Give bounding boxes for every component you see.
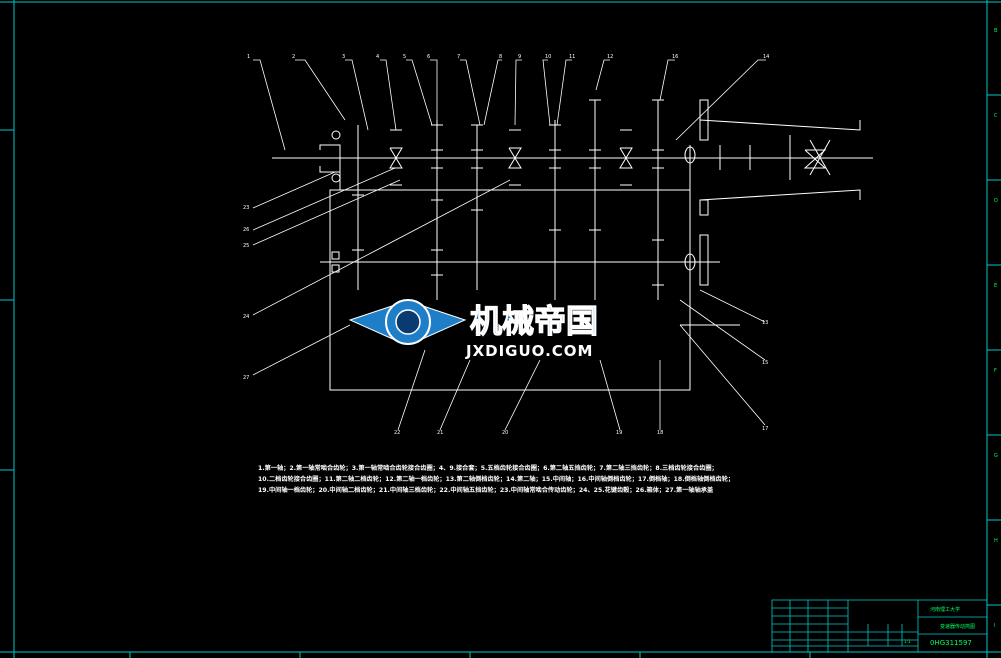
- part-label-17: 17: [762, 426, 768, 432]
- border-letter-h: H: [994, 538, 998, 544]
- part-label-22: 22: [394, 430, 400, 436]
- border-letter-e: E: [994, 283, 997, 289]
- watermark-en: JXDIGUO.COM: [465, 342, 593, 360]
- part-label-18: 18: [657, 430, 663, 436]
- part-label-23: 23: [243, 205, 249, 211]
- parts-legend: 1.第一轴；2.第一轴常啮合齿轮；3.第一轴常啮合齿轮接合齿圈；4、9.接合套；…: [258, 463, 758, 496]
- watermark-cn: 机械帝国: [470, 302, 598, 340]
- border-letter-g: G: [994, 453, 998, 459]
- border-letter-b: B: [994, 28, 998, 34]
- title-block-scale: 1:1: [904, 639, 911, 644]
- border-letter-f: F: [994, 368, 997, 374]
- title-block-school: 河南理工大学: [930, 606, 960, 613]
- part-label-25: 25: [243, 243, 249, 249]
- part-label-13: 13: [762, 320, 768, 326]
- watermark: 机械帝国 JXDIGUO.COM: [348, 299, 599, 360]
- part-label-7: 7: [457, 54, 460, 60]
- part-label-3: 3: [342, 54, 345, 60]
- border-letter-i: I: [994, 623, 995, 629]
- part-label-4: 4: [376, 54, 379, 60]
- gear-wings-logo: [348, 299, 467, 345]
- leader-lines: [252, 59, 766, 431]
- part-label-1: 1: [247, 54, 250, 60]
- border-letters: B C D E F G H I: [994, 28, 998, 629]
- part-label-26: 26: [243, 227, 249, 233]
- part-label-6: 6: [427, 54, 430, 60]
- frame-ticks: [0, 94, 1001, 658]
- part-label-5: 5: [403, 54, 406, 60]
- border-letter-d: D: [994, 198, 998, 204]
- legend-line-1: 1.第一轴；2.第一轴常啮合齿轮；3.第一轴常啮合齿轮接合齿圈；4、9.接合套；…: [258, 465, 718, 472]
- part-label-27: 27: [243, 375, 249, 381]
- title-block: [771, 599, 988, 653]
- part-label-2: 2: [292, 54, 295, 60]
- title-block-drawing-number: 0HG311597: [930, 639, 972, 647]
- part-label-10: 10: [545, 54, 551, 60]
- part-label-24: 24: [243, 314, 249, 320]
- part-label-9: 9: [518, 54, 521, 60]
- part-label-20: 20: [502, 430, 508, 436]
- part-label-11: 11: [569, 54, 575, 60]
- part-label-14: 14: [763, 54, 769, 60]
- legend-line-2: 10.二档齿轮接合齿圈；11.第二轴二档齿轮；12.第二轴一档齿轮；13.第二轴…: [258, 476, 735, 483]
- part-label-19: 19: [616, 430, 622, 436]
- schematic: [272, 99, 873, 391]
- legend-line-3: 19.中间轴一档齿轮；20.中间轴二档齿轮；21.中间轴三档齿轮；22.中间轴五…: [258, 487, 714, 494]
- part-label-16: 16: [672, 54, 678, 60]
- part-label-15: 15: [762, 360, 768, 366]
- title-block-drawing-title: 变速器传动简图: [940, 623, 975, 630]
- part-label-21: 21: [437, 430, 443, 436]
- border-letter-c: C: [994, 113, 998, 119]
- part-label-8: 8: [499, 54, 502, 60]
- part-label-12: 12: [607, 54, 613, 60]
